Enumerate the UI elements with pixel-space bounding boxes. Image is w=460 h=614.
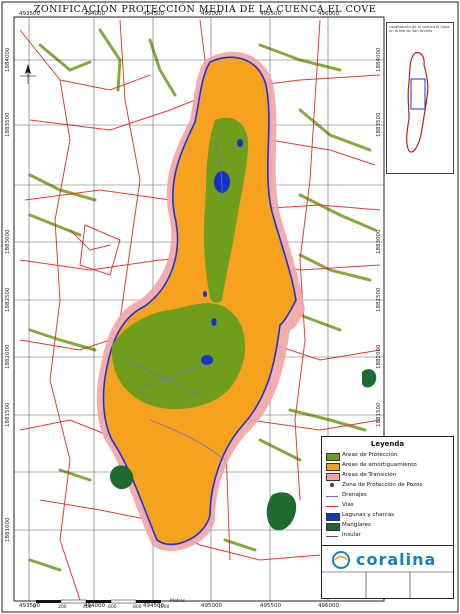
- logo-box: coralina: [321, 545, 454, 599]
- legend-symbol: [326, 523, 340, 531]
- x-tick-bottom: 495000: [201, 603, 222, 609]
- location-inset: Localización de la cuenca El Cove en la …: [386, 22, 454, 174]
- legend-item: Areas de Protección: [326, 452, 452, 461]
- logo-icon: [332, 551, 350, 569]
- x-tick-top: 496000: [318, 11, 339, 17]
- y-tick-left: 1882500: [5, 287, 11, 313]
- y-tick-left: 1884000: [5, 47, 11, 73]
- legend-item: Drenajes: [326, 492, 452, 501]
- x-tick-top: 495500: [260, 11, 281, 17]
- y-tick-right: 1882500: [376, 287, 382, 313]
- legend-item: Areas de amortiguamiento: [326, 462, 452, 471]
- y-tick-left: 1883000: [5, 229, 11, 255]
- scale-bar: [36, 599, 161, 604]
- x-tick-top: 495000: [201, 11, 222, 17]
- legend-title: Leyenda: [370, 440, 405, 448]
- y-tick-left: 1882000: [5, 344, 11, 370]
- mangroves: [109, 369, 377, 531]
- x-tick-bottom: 494500: [143, 603, 164, 609]
- island-outline: [406, 52, 429, 153]
- legend-symbol: [326, 536, 338, 537]
- scale-unit: Metros: [170, 599, 186, 604]
- x-tick-top: 494500: [143, 11, 164, 17]
- x-tick-bottom: 496000: [318, 603, 339, 609]
- x-tick-top: 493500: [19, 11, 40, 17]
- x-tick-top: 494000: [84, 11, 105, 17]
- x-tick-bottom: 495500: [260, 603, 281, 609]
- y-tick-right: 1883000: [376, 229, 382, 255]
- logo-name: coralina: [356, 550, 437, 569]
- legend-item: Insular: [326, 532, 452, 541]
- y-tick-left: 1883500: [5, 112, 11, 138]
- buffer-zone: [103, 57, 296, 545]
- legend-symbol: [326, 463, 340, 471]
- map-title: ZONIFICACIÓN PROTECCIÓN MEDIA DE LA CUEN…: [33, 4, 377, 15]
- y-tick-left: 1881000: [5, 517, 11, 543]
- legend-symbol: [326, 496, 338, 497]
- inset-highlight: [410, 78, 426, 110]
- legend-label: Areas de Transición: [342, 472, 397, 478]
- legend-label: Areas de Protección: [342, 452, 398, 458]
- legend-item: Manglares: [326, 522, 452, 531]
- legend-label: Manglares: [342, 522, 371, 528]
- y-tick-right: 1882000: [376, 344, 382, 370]
- x-tick-bottom: 494000: [84, 603, 105, 609]
- legend-label: Areas de amortiguamiento: [342, 462, 417, 468]
- protection-zone-south: [111, 303, 246, 410]
- scale-label: 400: [83, 605, 92, 610]
- legend-item: Vías: [326, 502, 452, 511]
- legend-label: Insular: [342, 532, 361, 538]
- legend-label: Zona de Protección de Pozos: [342, 482, 423, 488]
- scale-label: 600: [108, 605, 117, 610]
- x-tick-bottom: 493500: [19, 603, 40, 609]
- legend-item: Zona de Protección de Pozos: [326, 482, 452, 491]
- legend-label: Drenajes: [342, 492, 367, 498]
- legend-label: Lagunas y charcas: [342, 512, 395, 518]
- legend-label: Vías: [342, 502, 354, 508]
- y-tick-left: 1881500: [5, 402, 11, 428]
- y-tick-right: 1881500: [376, 402, 382, 428]
- scale-label: 200: [58, 605, 67, 610]
- scale-label: 1000: [158, 605, 170, 610]
- y-tick-right: 1883500: [376, 112, 382, 138]
- basin-boundary: [102, 56, 297, 546]
- legend-item: Areas de Transición: [326, 472, 452, 481]
- legend-symbol: [326, 453, 340, 461]
- protection-zone-north: [203, 117, 249, 303]
- y-tick-right: 1884000: [376, 47, 382, 73]
- legend-symbol: [330, 483, 334, 487]
- inset-caption: Localización de la cuenca El Cove en la …: [389, 25, 450, 33]
- legend-symbol: [326, 473, 340, 481]
- legend-symbol: [326, 513, 340, 521]
- north-arrow: [20, 64, 36, 84]
- drainage-streams: [124, 139, 226, 461]
- scale-label: 0: [33, 605, 36, 610]
- legend-item: Lagunas y charcas: [326, 512, 452, 521]
- legend-symbol: [326, 506, 338, 507]
- scale-label: 800: [133, 605, 142, 610]
